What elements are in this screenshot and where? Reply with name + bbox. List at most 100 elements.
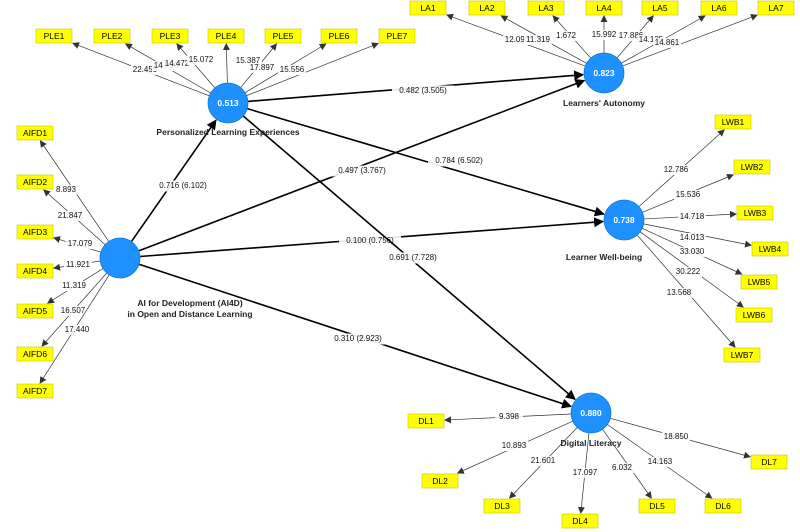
indicator-ple6[interactable]: PLE6: [320, 28, 358, 44]
indicator-lwb7[interactable]: LWB7: [723, 347, 761, 363]
indicator-label: LWB5: [748, 277, 771, 287]
loading-value-lwb2: 15.536: [676, 190, 701, 199]
indicator-label: PLE5: [273, 31, 294, 41]
indicator-label: LA5: [652, 3, 667, 13]
indicator-la5[interactable]: LA5: [641, 0, 679, 16]
loading-label-bg: [678, 233, 706, 243]
loading-line-la7: [622, 14, 758, 67]
indicator-lwb4[interactable]: LWB4: [751, 241, 789, 257]
path-label-bg: [339, 235, 401, 247]
indicator-la6[interactable]: LA6: [700, 0, 738, 16]
r-squared-value: 0.513: [217, 98, 239, 108]
indicator-ple4[interactable]: PLE4: [207, 28, 245, 44]
indicator-box: [641, 0, 679, 16]
construct-dl[interactable]: 0.880: [570, 392, 612, 434]
indicator-box: [35, 28, 73, 44]
indicator-label: AIFD4: [23, 266, 47, 276]
indicator-aifd4[interactable]: AIFD4: [16, 263, 54, 279]
indicator-ple3[interactable]: PLE3: [151, 28, 189, 44]
indicator-la4[interactable]: LA4: [585, 0, 623, 16]
indicator-lwb6[interactable]: LWB6: [735, 307, 773, 323]
construct-circle: [207, 82, 249, 124]
indicator-dl5[interactable]: DL5: [638, 498, 676, 514]
loading-value-dl7: 18.850: [664, 432, 689, 441]
loading-label-bg: [662, 432, 690, 442]
indicator-lwb3[interactable]: LWB3: [736, 205, 774, 221]
indicator-ple5[interactable]: PLE5: [264, 28, 302, 44]
indicator-aifd3[interactable]: AIFD3: [16, 224, 54, 240]
loading-label-bg: [590, 30, 618, 40]
indicator-ple7[interactable]: PLE7: [378, 28, 416, 44]
indicator-la7[interactable]: LA7: [757, 0, 795, 16]
loading-label-bg: [571, 468, 599, 478]
indicator-box: [723, 347, 761, 363]
loading-value-la4: 15.992: [592, 30, 617, 39]
construct-ai4d[interactable]: [99, 237, 141, 279]
indicator-lwb1[interactable]: LWB1: [714, 114, 752, 130]
loading-label-bg: [617, 31, 645, 41]
indicator-dl1[interactable]: DL1: [407, 413, 445, 429]
loading-value-lwb4: 14.013: [680, 233, 705, 242]
loading-label-bg: [64, 260, 92, 270]
indicator-dl6[interactable]: DL6: [704, 498, 742, 514]
indicator-box: [16, 303, 54, 319]
loading-label-bg: [187, 55, 215, 65]
construct-label-ai4d-line2: in Open and Distance Learning: [127, 309, 252, 319]
indicator-box: [750, 454, 788, 470]
indicator-box: [561, 513, 599, 529]
indicator-label: DL3: [494, 501, 510, 511]
indicator-label: PLE1: [44, 31, 65, 41]
path-ple-to-lwb: [246, 107, 605, 217]
indicator-box: [16, 263, 54, 279]
indicator-label: LWB2: [741, 162, 764, 172]
loading-value-la6: 14.135: [639, 35, 664, 44]
indicator-lwb2[interactable]: LWB2: [733, 159, 771, 175]
indicator-la1[interactable]: LA1: [409, 0, 447, 16]
indicator-label: PLE2: [102, 31, 123, 41]
path-label-bg: [327, 333, 389, 345]
indicator-aifd1[interactable]: AIFD1: [16, 125, 54, 141]
indicator-la3[interactable]: LA3: [527, 0, 565, 16]
indicator-label: DL4: [572, 516, 588, 526]
loading-label-bg: [529, 456, 557, 466]
indicator-box: [320, 28, 358, 44]
loading-label-bg: [163, 59, 191, 69]
indicator-dl2[interactable]: DL2: [421, 473, 459, 489]
indicator-label: AIFD5: [23, 306, 47, 316]
loading-line-ple4: [222, 43, 230, 84]
indicator-aifd6[interactable]: AIFD6: [16, 346, 54, 362]
path-coefficient-ple-la: 0.482 (3.505): [399, 86, 447, 95]
loading-label-bg: [653, 38, 681, 48]
indicator-lwb5[interactable]: LWB5: [740, 274, 778, 290]
indicator-box: [700, 0, 738, 16]
indicator-box: [751, 241, 789, 257]
construct-circle: [583, 52, 625, 94]
indicator-dl7[interactable]: DL7: [750, 454, 788, 470]
loading-label-bg: [131, 65, 159, 75]
construct-la[interactable]: 0.823: [583, 52, 625, 94]
indicator-la2[interactable]: LA2: [468, 0, 506, 16]
loading-value-la7: 14.861: [655, 38, 680, 47]
indicator-ple1[interactable]: PLE1: [35, 28, 73, 44]
indicator-aifd5[interactable]: AIFD5: [16, 303, 54, 319]
indicator-ple2[interactable]: PLE2: [93, 28, 131, 44]
path-coefficient-ai4d-la: 0.497 (3.767): [338, 166, 386, 175]
indicator-label: DL2: [432, 476, 448, 486]
indicator-label: LA3: [538, 3, 553, 13]
indicator-aifd7[interactable]: AIFD7: [16, 383, 54, 399]
construct-circle: [99, 237, 141, 279]
loading-label-bg: [495, 412, 523, 422]
loading-value-lwb7: 13.568: [667, 288, 692, 297]
loading-value-dl1: 9.398: [499, 412, 520, 421]
indicator-label: AIFD6: [23, 349, 47, 359]
indicator-aifd2[interactable]: AIFD2: [16, 174, 54, 190]
loading-value-ple4: 15.072: [189, 55, 214, 64]
indicator-label: DL1: [418, 416, 434, 426]
loading-value-aifd7: 17.440: [65, 325, 90, 334]
indicator-dl4[interactable]: DL4: [561, 513, 599, 529]
indicator-label: LA6: [711, 3, 726, 13]
construct-label-ai4d: AI for Development (AI4D): [137, 298, 242, 308]
construct-ple[interactable]: 0.513: [207, 82, 249, 124]
indicator-dl3[interactable]: DL3: [483, 498, 521, 514]
construct-lwb[interactable]: 0.738: [603, 199, 645, 241]
